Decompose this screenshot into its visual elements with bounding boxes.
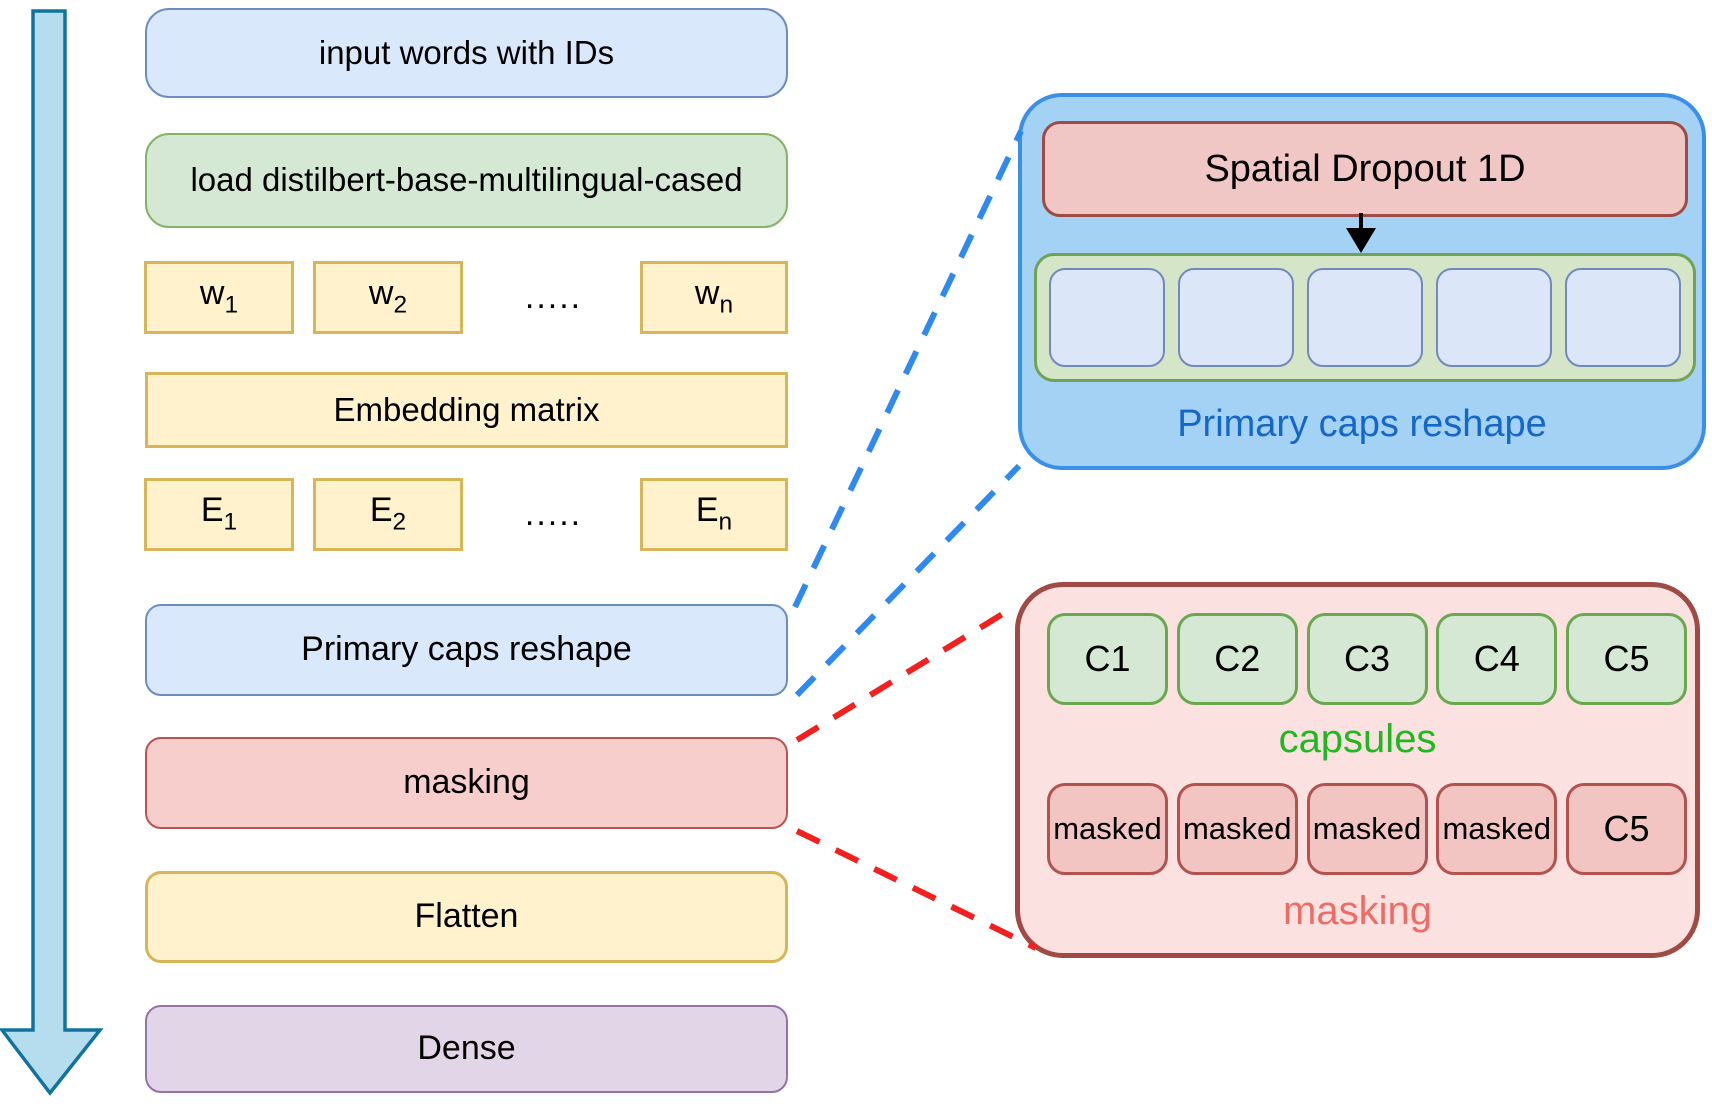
capsule-slot-strip <box>1034 253 1696 382</box>
embedding-matrix-label: Embedding matrix <box>333 390 600 428</box>
embedding-1-subscript: 1 <box>223 508 238 536</box>
capsule-box: C1 <box>1047 613 1168 705</box>
masking-detail-panel: C1 C2 C3 C4 C5 capsules masked masked ma… <box>1015 582 1700 958</box>
word-box-1: w1 <box>144 261 294 334</box>
word-2-subscript: 2 <box>393 291 408 319</box>
dashed-connector-red-bottom <box>795 828 1038 951</box>
word-1-subscript: 1 <box>224 291 239 319</box>
embedding-n-subscript: n <box>718 508 733 536</box>
dense-box: Dense <box>145 1005 788 1093</box>
word-box-2: w2 <box>313 261 463 334</box>
dense-label: Dense <box>417 1029 516 1068</box>
embedding-row-ellipsis: ..... <box>524 494 583 533</box>
load-model-box: load distilbert-base-multilingual-cased <box>145 133 788 228</box>
masked-box: masked <box>1436 783 1558 875</box>
capsules-row: C1 C2 C3 C4 C5 <box>1047 613 1687 705</box>
embedding-n-base: E <box>695 491 719 530</box>
capsule-box: C2 <box>1176 613 1298 705</box>
word-2-base: w <box>368 274 394 313</box>
capsule-box: C5 <box>1566 613 1687 705</box>
masked-box: masked <box>1047 783 1168 875</box>
capsule-box: C3 <box>1306 613 1428 705</box>
primary-caps-reshape-label: Primary caps reshape <box>301 630 632 669</box>
masked-box: masked <box>1176 783 1298 875</box>
embedding-matrix-box: Embedding matrix <box>145 372 788 448</box>
flow-down-arrow-icon <box>0 9 104 1096</box>
input-words-label: input words with IDs <box>318 33 615 71</box>
flatten-label: Flatten <box>414 897 519 936</box>
masked-box: C5 <box>1566 783 1687 875</box>
primary-caps-reshape-box: Primary caps reshape <box>145 604 788 696</box>
spatial-dropout-label: Spatial Dropout 1D <box>1204 147 1526 190</box>
capsule-box: C4 <box>1436 613 1558 705</box>
embedding-2-subscript: 2 <box>392 508 407 536</box>
primary-caps-reshape-caption: Primary caps reshape <box>1177 402 1547 445</box>
capsules-caption: capsules <box>1278 716 1437 761</box>
capsule-slot <box>1565 268 1681 367</box>
dashed-connector-blue-top <box>792 129 1024 609</box>
word-1-base: w <box>199 274 225 313</box>
word-row-ellipsis: ..... <box>524 277 583 316</box>
embedding-2-base: E <box>369 491 393 530</box>
spatial-dropout-box: Spatial Dropout 1D <box>1042 121 1688 217</box>
embedding-box-n: En <box>640 478 788 551</box>
embedding-box-1: E1 <box>144 478 294 551</box>
dashed-connector-blue-bottom <box>794 463 1022 698</box>
word-n-subscript: n <box>719 291 734 319</box>
input-words-box: input words with IDs <box>145 8 788 98</box>
primary-caps-reshape-panel: Spatial Dropout 1D Primary caps reshape <box>1018 93 1706 470</box>
embedding-1-base: E <box>200 491 224 530</box>
capsule-slot <box>1436 268 1552 367</box>
capsule-slot <box>1049 268 1165 367</box>
flatten-box: Flatten <box>145 871 788 963</box>
masking-label: masking <box>403 763 530 802</box>
masked-box: masked <box>1306 783 1428 875</box>
capsule-slot <box>1178 268 1294 367</box>
masked-row: masked masked masked masked C5 <box>1047 783 1687 875</box>
embedding-box-2: E2 <box>313 478 463 551</box>
masking-caption: masking <box>1283 888 1432 933</box>
load-model-label: load distilbert-base-multilingual-cased <box>190 161 743 199</box>
word-n-base: w <box>694 274 720 313</box>
capsule-slot <box>1307 268 1423 367</box>
dashed-connector-red-top <box>795 604 1016 743</box>
masking-box: masking <box>145 737 788 829</box>
word-box-n: wn <box>640 261 788 334</box>
